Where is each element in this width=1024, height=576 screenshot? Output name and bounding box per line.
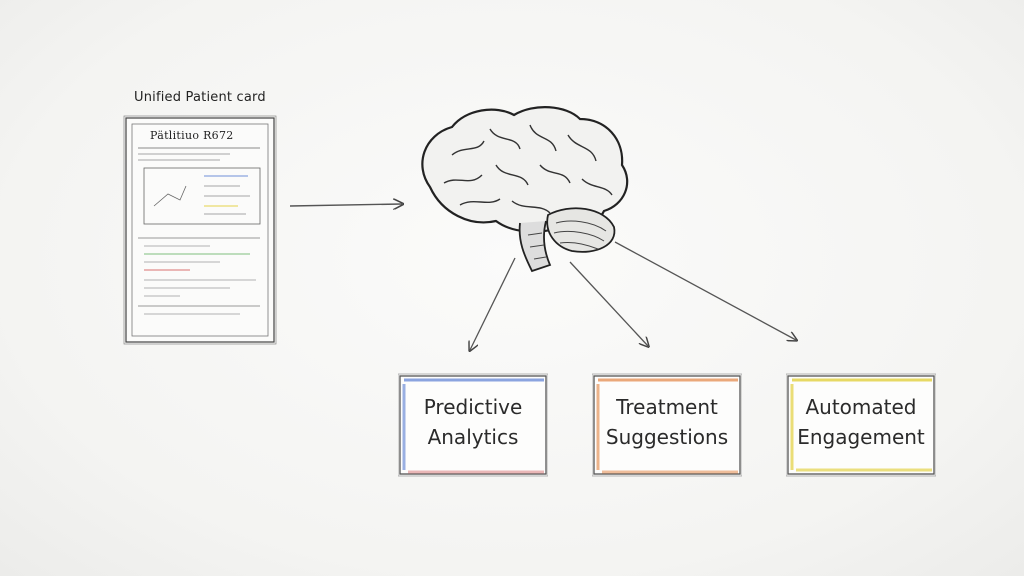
box-treatment-suggestions: Treatment Suggestions — [592, 372, 742, 477]
treatment-label-line2: Suggestions — [605, 425, 729, 449]
engagement-label-line1: Automated — [805, 395, 917, 419]
treatment-label-line1: Treatment — [616, 395, 718, 419]
arrow-card-to-brain — [289, 204, 402, 206]
brain-icon — [421, 106, 629, 273]
arrow-brain-to-engagement — [614, 241, 796, 340]
patient-card-title: Unified Patient card — [134, 90, 266, 105]
patient-card-sketch — [123, 115, 277, 345]
box-predictive-analytics: Predictive Analytics — [398, 372, 548, 477]
patient-card-heading: Pätlitiuo R672 — [150, 129, 234, 142]
patient-card: Pätlitiuo R672 — [120, 114, 280, 346]
predictive-label-line1: Predictive — [423, 395, 523, 419]
engagement-label-line2: Engagement — [797, 425, 925, 449]
predictive-label-line2: Analytics — [427, 425, 519, 449]
box-automated-engagement: Automated Engagement — [786, 372, 936, 477]
